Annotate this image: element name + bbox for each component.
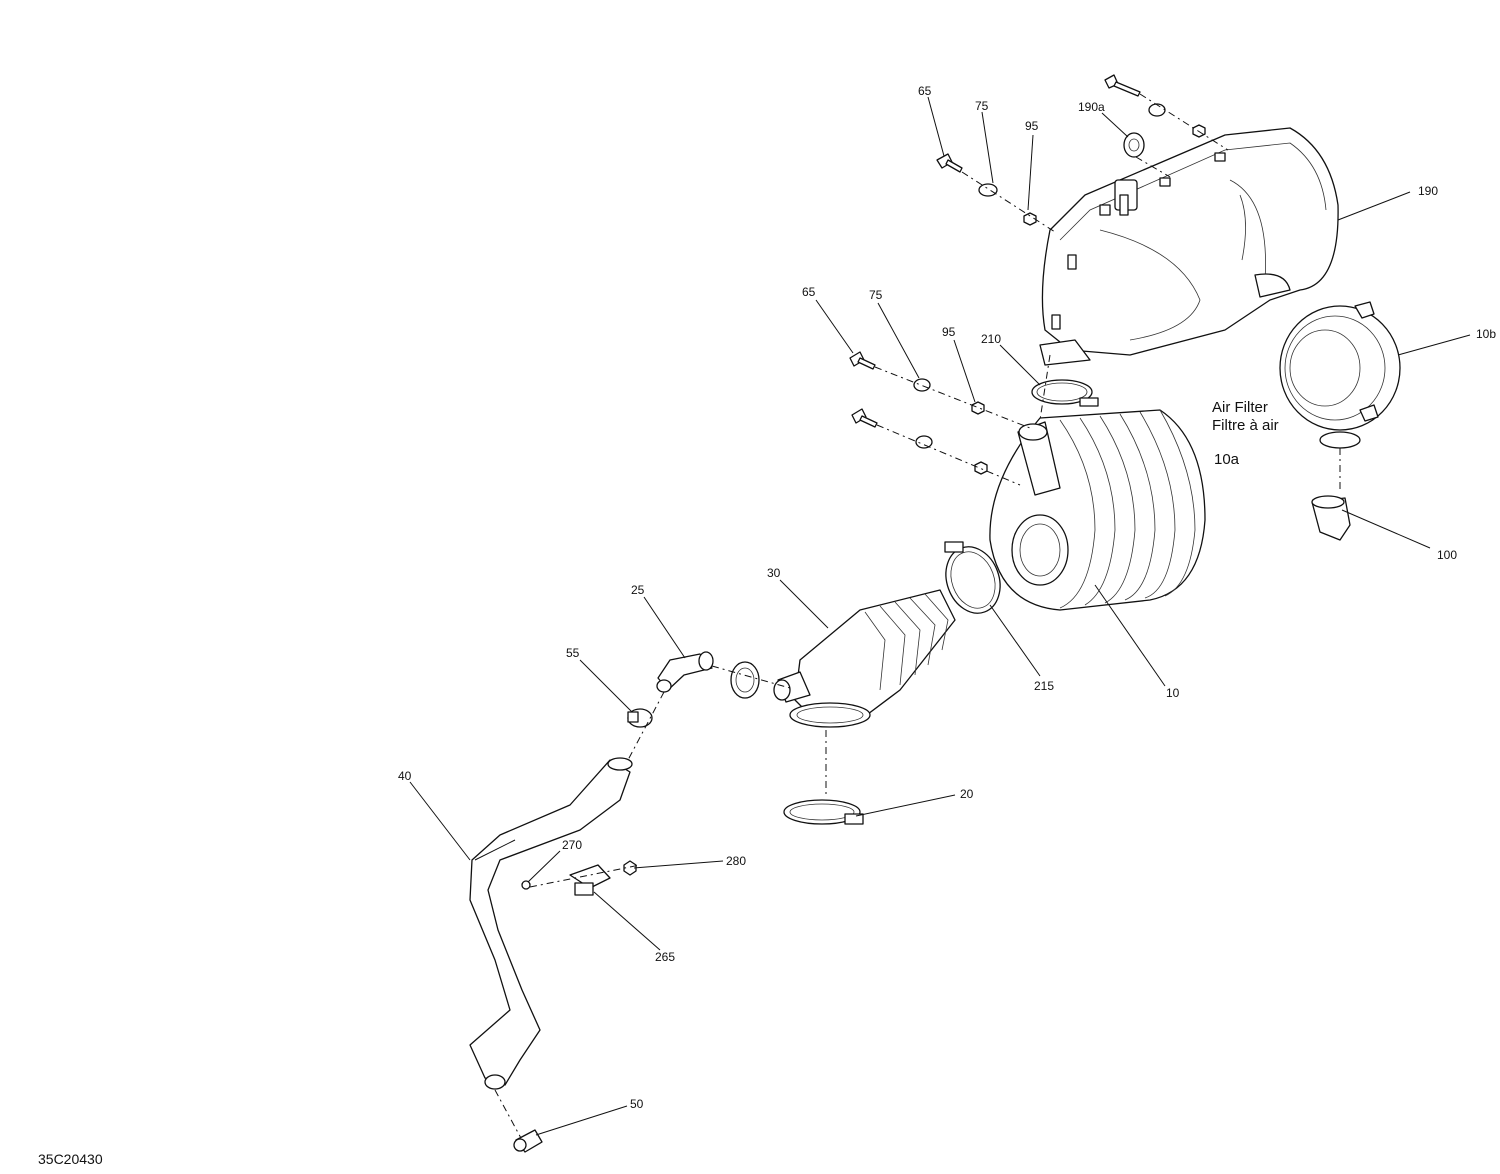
airbox-cover (1039, 127, 1339, 366)
valve-100 (1311, 495, 1351, 541)
elbow-25 (656, 651, 714, 693)
callout-270: 270 (562, 838, 582, 852)
callout-190: 190 (1418, 184, 1438, 198)
top-bolt (1104, 74, 1141, 97)
clamp-55 (627, 708, 653, 728)
drain-hose-40 (469, 757, 633, 1090)
clip-50 (513, 1129, 543, 1153)
mid-screw-65 (849, 351, 876, 370)
mid-washer-lower (915, 435, 933, 449)
mid-screw-lower (851, 408, 878, 428)
callout-265: 265 (655, 950, 675, 964)
callout-10: 10 (1166, 686, 1180, 700)
top-nut-95 (1023, 212, 1037, 226)
callout-40: 40 (398, 769, 412, 783)
diagram-id: 35C20430 (38, 1151, 103, 1167)
intake-adapter-30 (773, 589, 956, 728)
callout-10b: 10b (1476, 327, 1496, 341)
nut-280 (623, 860, 637, 876)
small-clamp (730, 661, 760, 699)
callout-55: 55 (566, 646, 580, 660)
callout-65-top: 65 (918, 84, 932, 98)
callout-100: 100 (1437, 548, 1457, 562)
air-filter-label-fr: Filtre à air (1212, 417, 1279, 434)
clamp-215 (944, 541, 1001, 614)
callout-50: 50 (630, 1097, 644, 1111)
clamp-265 (569, 864, 611, 896)
callout-215: 215 (1034, 679, 1054, 693)
grommet-190a (1123, 132, 1145, 158)
top-washer-right (1148, 103, 1166, 117)
top-screw-65 (936, 153, 963, 173)
callout-30: 30 (767, 566, 781, 580)
mid-nut-95 (971, 401, 985, 415)
clamp-20 (783, 799, 864, 825)
callout-190a: 190a (1078, 100, 1105, 114)
callout-75-top: 75 (975, 99, 989, 113)
callout-65-mid: 65 (802, 285, 816, 299)
top-washer-75 (978, 183, 998, 197)
filter-element-10b (1279, 301, 1401, 449)
mid-washer-75 (913, 378, 931, 392)
rivet-270 (521, 880, 531, 890)
air-filter-ref: 10a (1214, 451, 1240, 468)
callout-25: 25 (631, 583, 645, 597)
callout-75-mid: 75 (869, 288, 883, 302)
callout-95-mid: 95 (942, 325, 956, 339)
airbox-housing (989, 409, 1206, 611)
air-filter-label-en: Air Filter (1212, 399, 1268, 416)
callout-20: 20 (960, 787, 974, 801)
clamp-210 (1031, 379, 1099, 407)
callout-95-top: 95 (1025, 119, 1039, 133)
callout-280: 280 (726, 854, 746, 868)
callout-210: 210 (981, 332, 1001, 346)
mid-nut-lower (974, 461, 988, 475)
